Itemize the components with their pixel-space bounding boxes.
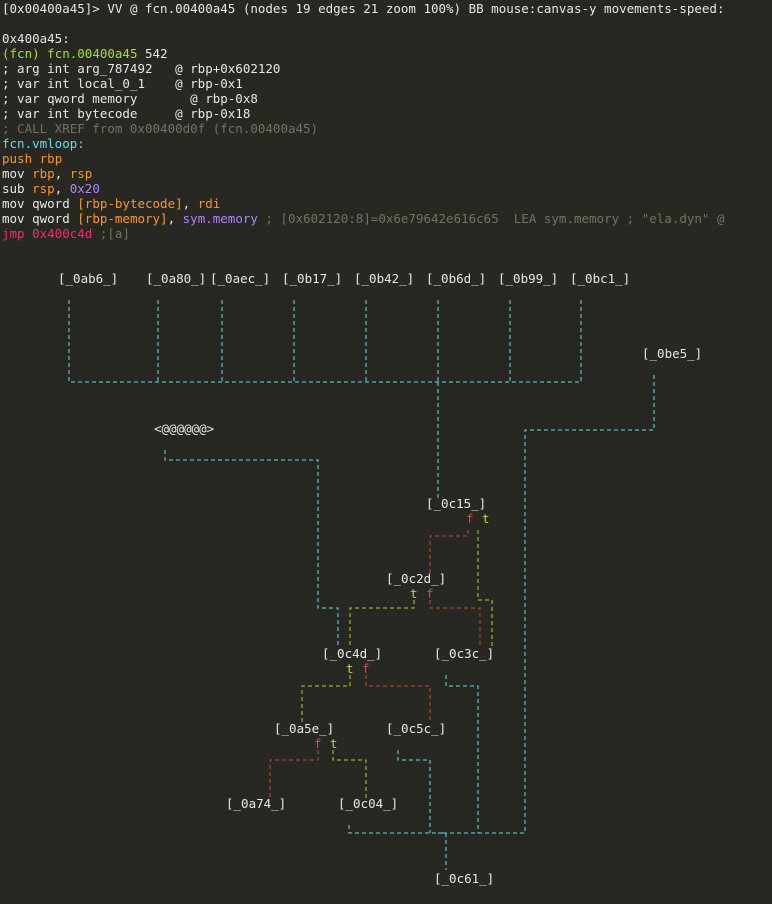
status-bar: [0x00400a45]> VV @ fcn.00400a45 (nodes 1… — [2, 1, 724, 16]
edge-false-label: f — [362, 661, 370, 676]
function-header: (fcn) fcn.00400a45 542 — [2, 46, 168, 61]
edge-true-label: t — [330, 736, 338, 751]
graph-node[interactable]: [_0aec_] — [210, 271, 271, 286]
xref-comment: ; CALL XREF from 0x00400d0f (fcn.00400a4… — [2, 121, 319, 136]
graph-node[interactable]: [_0c3c_] — [434, 646, 495, 661]
graph-node[interactable]: [_0c61_] — [434, 871, 495, 886]
graph-node[interactable]: [_0b6d_] — [426, 271, 487, 286]
var-line: ; var int local_0_1 @ rbp-0x1 — [2, 76, 243, 91]
edge-true-label: t — [346, 661, 354, 676]
graph-node[interactable]: [_0c15_] — [426, 496, 487, 511]
edge-true-label: t — [482, 511, 490, 526]
address-label: 0x400a45: — [2, 31, 70, 46]
instruction-jmp[interactable]: jmp 0x400c4d ;[a] — [2, 226, 130, 241]
var-line: ; var qword memory @ rbp-0x8 — [2, 91, 258, 106]
graph-node[interactable]: [_0ab6_] — [58, 271, 119, 286]
instruction-mov-bytecode[interactable]: mov qword [rbp-bytecode], rdi — [2, 196, 221, 211]
function-label: fcn.vmloop: — [2, 136, 85, 151]
graph-node[interactable]: [_0a5e_] — [274, 721, 335, 736]
graph-node[interactable]: [_0b17_] — [282, 271, 343, 286]
edge-false-label: f — [314, 736, 322, 751]
instruction-push[interactable]: push rbp — [2, 151, 63, 166]
fcn-prefix: (fcn) — [2, 46, 40, 61]
edge-true-label: t — [410, 586, 418, 601]
graph-node[interactable]: [_0a74_] — [226, 796, 287, 811]
function-name[interactable]: fcn.00400a45 — [47, 46, 138, 61]
graph-node[interactable]: [_0a80_] — [146, 271, 207, 286]
graph-node[interactable]: [_0b42_] — [354, 271, 415, 286]
graph-node-current[interactable]: <@@@@@@> — [154, 421, 215, 436]
graph-node[interactable]: [_0b99_] — [498, 271, 559, 286]
address-prompt: [0x00400a45]> — [2, 1, 100, 16]
instruction-mov[interactable]: mov rbp, rsp — [2, 166, 93, 181]
graph-node[interactable]: [_0c5c_] — [386, 721, 447, 736]
visual-mode-status: VV @ fcn.00400a45 (nodes 19 edges 21 zoo… — [99, 1, 725, 16]
function-size: 542 — [145, 46, 168, 61]
edge-false-label: f — [466, 511, 474, 526]
graph-node[interactable]: [_0be5_] — [642, 346, 703, 361]
graph-node[interactable]: [_0c4d_] — [322, 646, 383, 661]
graph-node[interactable]: [_0c2d_] — [386, 571, 447, 586]
instruction-mov-memory[interactable]: mov qword [rbp-memory], sym.memory ; [0x… — [2, 211, 725, 226]
var-line: ; var int bytecode @ rbp-0x18 — [2, 106, 251, 121]
var-line: ; arg int arg_787492 @ rbp+0x602120 — [2, 61, 281, 76]
graph-node[interactable]: [_0bc1_] — [570, 271, 631, 286]
graph-node[interactable]: [_0c04_] — [338, 796, 399, 811]
instruction-sub[interactable]: sub rsp, 0x20 — [2, 181, 100, 196]
edge-false-label: f — [426, 586, 434, 601]
